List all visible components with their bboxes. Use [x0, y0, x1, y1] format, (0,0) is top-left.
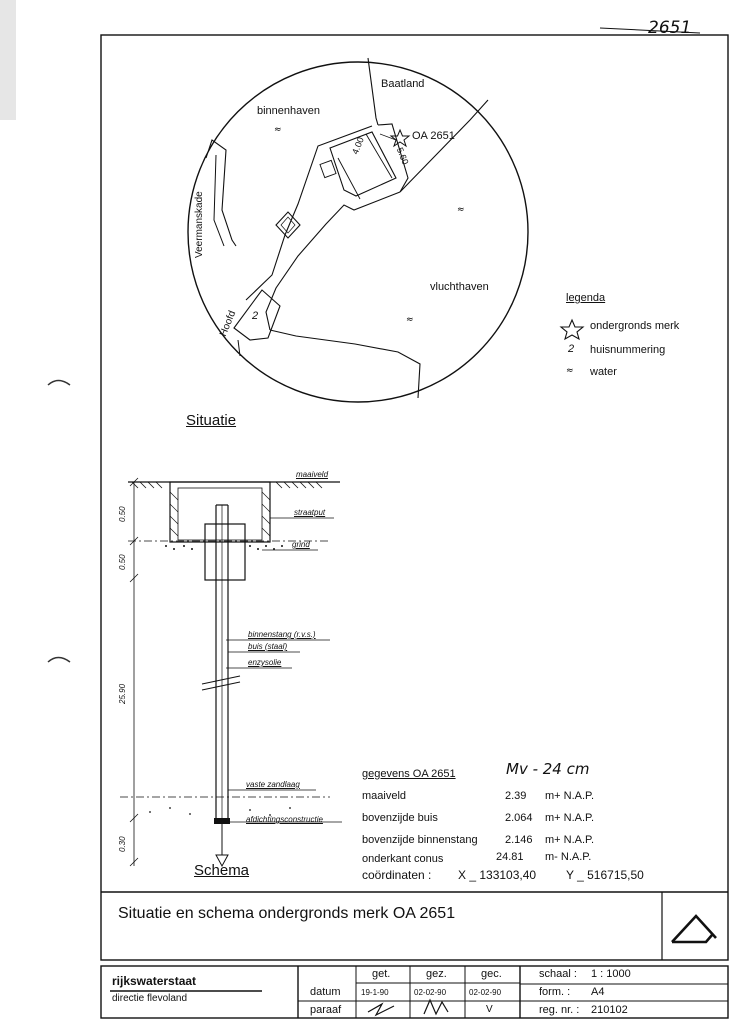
gegevens-unit: m+ N.A.P. [545, 812, 595, 824]
coords-x: X _ 133103,40 [458, 868, 537, 882]
schema-label-zandlaag: vaste zandlaag [246, 780, 300, 789]
schema-dim-4: 0.30 [118, 836, 127, 852]
gegevens-value: 2.146 [505, 834, 533, 846]
col-header-gec: gec. [481, 968, 502, 980]
date-gec: 02-02-90 [469, 988, 502, 997]
dept-name: directie flevoland [112, 993, 188, 1004]
paraaf-gec: V [486, 1004, 493, 1015]
schema-drawing [120, 477, 342, 868]
water-icon: ≈ [566, 366, 574, 376]
meta-label-reg: reg. nr. : [539, 1004, 580, 1016]
water-symbol: ≈ [406, 315, 414, 325]
map-house-number: 2 [252, 310, 259, 322]
situation-map: ≈ ≈ ≈ [187, 57, 529, 403]
signature-gez [423, 998, 449, 1016]
sheet-number-underline [599, 27, 701, 34]
map-circle [187, 61, 529, 403]
date-get: 19-1-90 [361, 988, 389, 997]
date-gez: 02-02-90 [414, 988, 447, 997]
schema-dim-2: 0.50 [118, 554, 127, 570]
map-label-veermanskade: Veermanskade [194, 191, 205, 258]
schema-label-grind: grind [292, 540, 310, 549]
coords-label: coördinaten : [362, 868, 432, 882]
schema-dim-1: 0.50 [118, 506, 127, 522]
row-label-paraaf: paraaf [310, 1004, 342, 1016]
schema-label-straatput: straatput [294, 508, 326, 517]
gegevens-note: Mv - 24 cm [506, 760, 590, 778]
schema-label-binnenstang: binnenstang (r.v.s.) [248, 630, 316, 639]
rws-logo-icon [671, 914, 717, 944]
map-label-baatland: Baatland [381, 78, 425, 90]
meta-value-schaal: 1 : 1000 [591, 968, 631, 980]
org-name: rijkswaterstaat [112, 974, 197, 988]
legend-symbol-house: 2 [568, 343, 575, 355]
meta-value-form: A4 [591, 986, 605, 998]
gegevens-unit: m- N.A.P. [545, 851, 592, 863]
water-symbol: ≈ [457, 205, 465, 215]
gegevens-unit: m+ N.A.P. [545, 834, 595, 846]
schema-label-buis: buis (staal) [248, 642, 288, 651]
gegevens-title: gegevens OA 2651 [362, 768, 456, 780]
gegevens-label: bovenzijde binnenstang [362, 834, 478, 846]
situatie-heading: Situatie [186, 412, 237, 429]
sheet-number: 2651 [648, 18, 692, 38]
signature-get [367, 1002, 395, 1017]
meta-label-form: form. : [539, 986, 571, 998]
drawing-frame [100, 34, 729, 961]
col-header-gez: gez. [426, 968, 447, 980]
hole-punch-mark [47, 379, 71, 386]
title-block-grid [100, 965, 729, 1019]
gegevens-value: 2.39 [505, 790, 527, 802]
drawing-title: Situatie en schema ondergronds merk OA 2… [118, 905, 456, 922]
legend-item-water: water [590, 366, 617, 378]
gegevens-label: bovenzijde buis [362, 812, 438, 824]
star-icon [559, 318, 585, 341]
schema-label-enzysolie: enzysolie [248, 658, 282, 667]
schema-label-afdichting: afdichtingsconstructie [246, 815, 323, 824]
schema-heading: Schema [194, 862, 250, 879]
gegevens-value: 2.064 [505, 812, 533, 824]
legend-item-marker: ondergronds merk [590, 320, 680, 332]
gegevens-label: onderkant conus [362, 853, 444, 865]
scan-shadow [0, 0, 16, 120]
map-label-marker: OA 2651 [412, 130, 455, 142]
map-label-binnenhaven: binnenhaven [257, 105, 321, 117]
coords-y: Y _ 516715,50 [566, 868, 644, 882]
legend-title: legenda [566, 292, 606, 304]
col-header-get: get. [372, 968, 391, 980]
gegevens-label: maaiveld [362, 790, 407, 802]
star-icon [389, 128, 411, 148]
meta-value-reg: 210102 [591, 1004, 628, 1016]
row-label-datum: datum [310, 986, 341, 998]
water-symbol: ≈ [274, 125, 282, 135]
legend-item-house: huisnummering [590, 344, 666, 356]
schema-dim-3: 25.90 [118, 683, 127, 704]
meta-label-schaal: schaal : [539, 968, 577, 980]
gegevens-unit: m+ N.A.P. [545, 790, 595, 802]
hole-punch-mark [47, 656, 71, 663]
gegevens-value: 24.81 [496, 851, 524, 863]
map-label-vluchthaven: vluchthaven [430, 281, 489, 293]
schema-label-maaiveld: maaiveld [296, 470, 329, 479]
